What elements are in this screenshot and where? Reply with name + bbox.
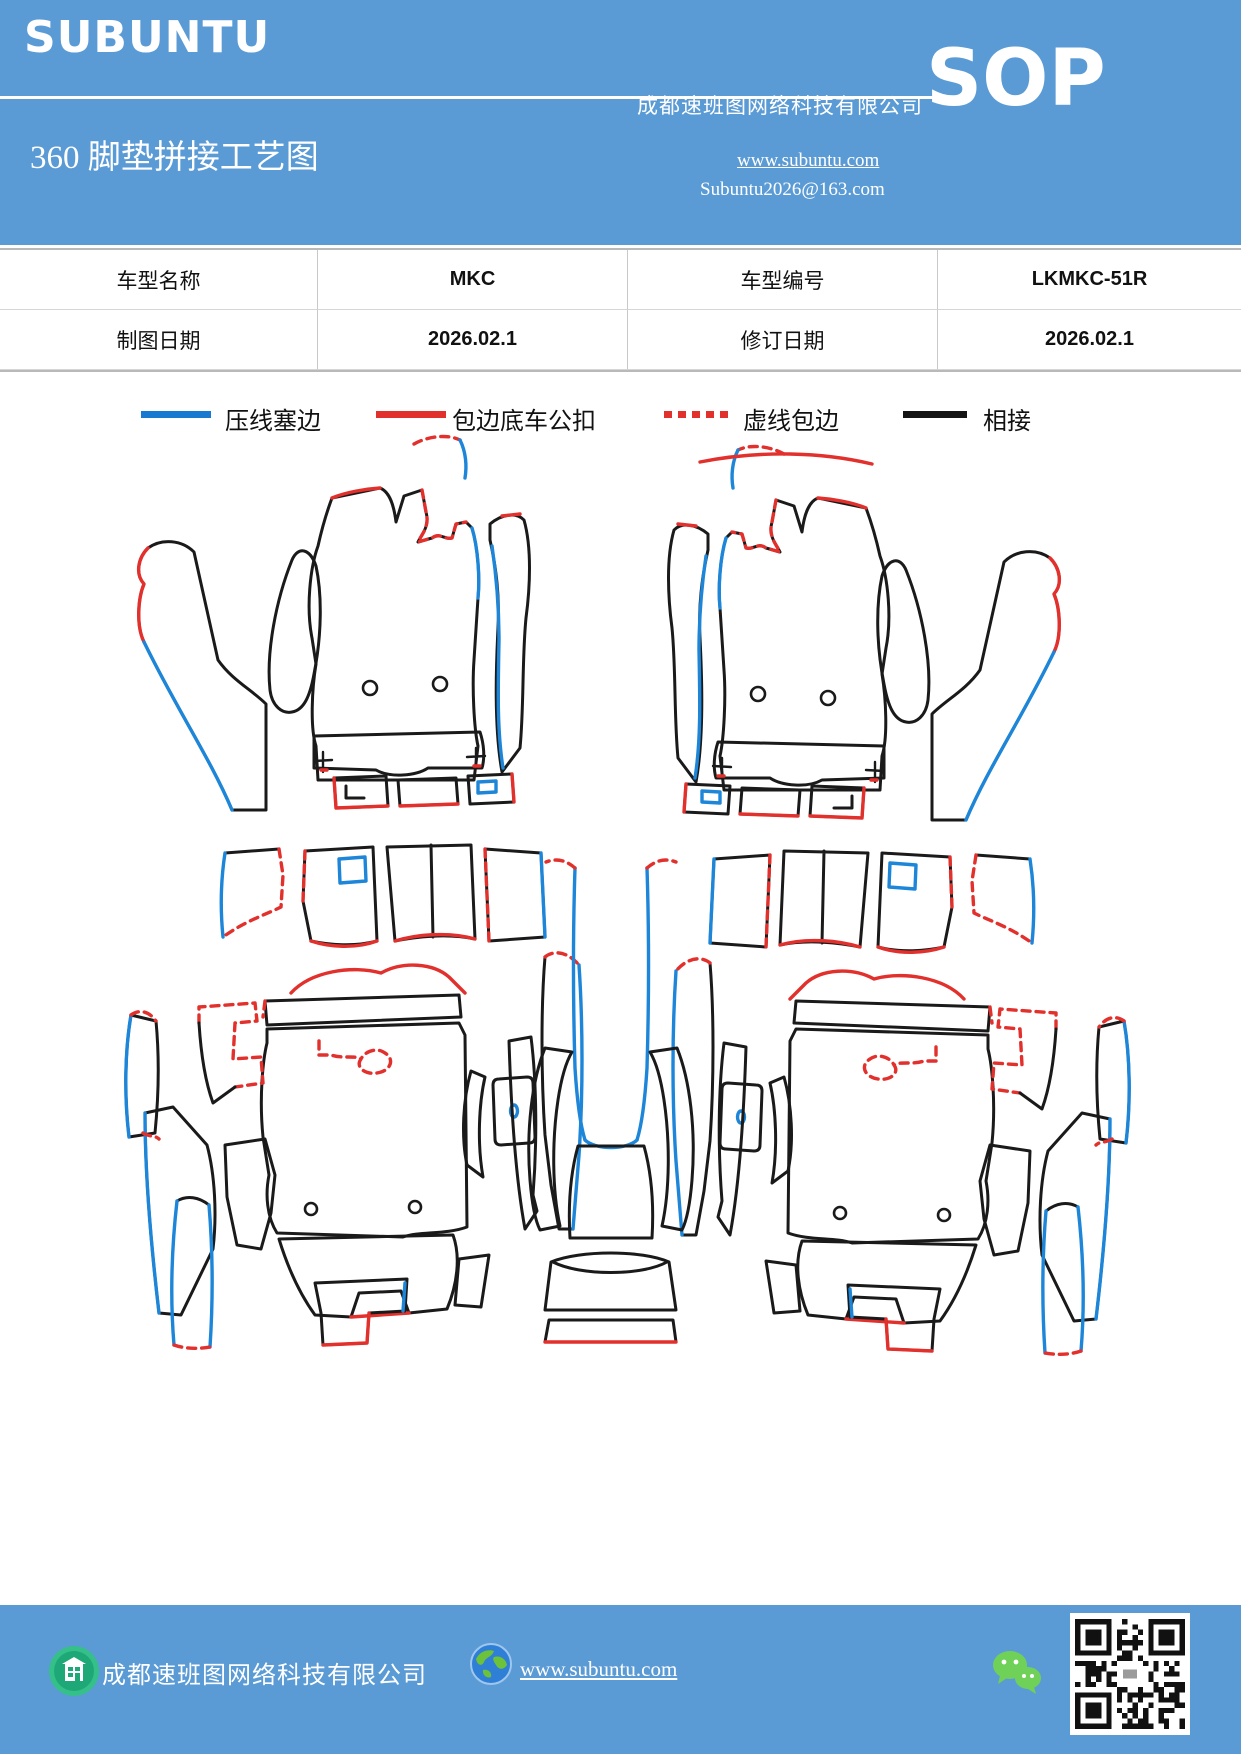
model-code-label: 车型编号 [628,250,938,310]
model-name-value: MKC [318,250,628,310]
revise-date-value: 2026.02.1 [938,310,1241,370]
header-divider [0,96,936,99]
rear-right-mat [671,849,1131,1357]
revise-date-label: 修订日期 [628,310,938,370]
draw-date-value: 2026.02.1 [318,310,628,370]
qr-code [1070,1613,1190,1735]
footer-company-name: 成都速班图网络科技有限公司 [102,1663,427,1689]
legend-line-bind-edge [376,411,446,418]
front-right-mat [666,444,1062,822]
rear-left-mat [124,843,584,1351]
legend-line-dashed-bind [664,411,732,418]
legend-label-press-edge: 压线塞边 [225,409,321,435]
qr-modules [1075,1619,1185,1729]
rear-center-tunnel [527,858,695,1344]
vehicle-info-table: 车型名称 MKC 车型编号 LKMKC-51R 制图日期 2026.02.1 修… [0,248,1241,372]
model-code-value: LKMKC-51R [938,250,1241,310]
model-name-label: 车型名称 [0,250,318,310]
qr-code-image [1075,1619,1185,1729]
legend-line-press-edge [141,411,211,418]
subuntu-logo: SUBUNTU [24,12,271,63]
front-left-mat [136,434,532,812]
footer-website-link[interactable]: www.subuntu.com [520,1657,678,1681]
footer: 成都速班图网络科技有限公司 www.subuntu.com [0,1605,1241,1754]
legend-label-bind-edge: 包边底车公扣 [452,409,596,435]
header-company-name: 成都速班图网络科技有限公司 [637,94,923,118]
draw-date-label: 制图日期 [0,310,318,370]
building-icon [49,1646,99,1696]
header-email: Subuntu2026@163.com [700,179,885,200]
wechat-icon [993,1651,1041,1694]
legend-label-joint: 相接 [983,409,1031,435]
page-title: 360 脚垫拼接工艺图 [30,140,319,176]
sop-badge: SOP [926,34,1106,124]
header: SUBUNTU 360 脚垫拼接工艺图 成都速班图网络科技有限公司 SOP ww… [0,0,1241,245]
globe-icon [470,1643,512,1685]
legend-label-dashed-bind: 虚线包边 [743,409,839,435]
legend-line-joint [903,411,967,418]
header-website-link[interactable]: www.subuntu.com [737,150,880,171]
